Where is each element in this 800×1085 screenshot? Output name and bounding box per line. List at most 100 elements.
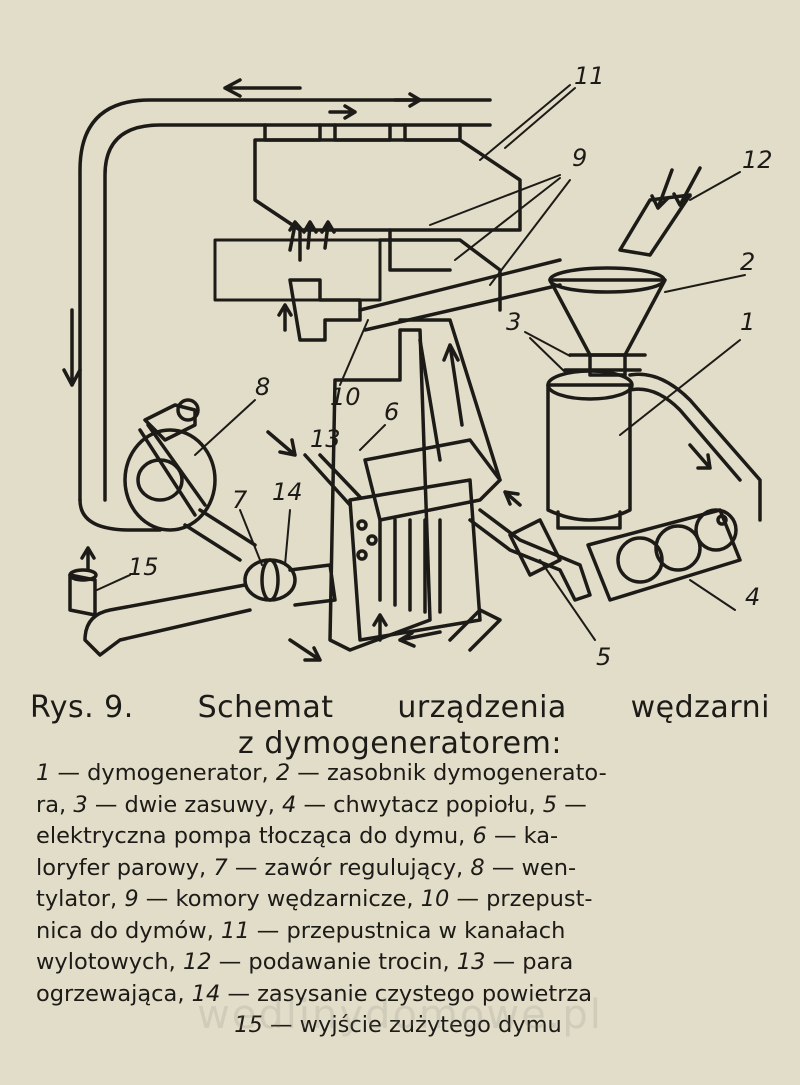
heater-frame	[348, 478, 482, 642]
legend-num: 13	[456, 949, 486, 975]
legend-text: ra,	[36, 791, 74, 818]
legend-num: 6	[472, 823, 487, 849]
legend-row-8: ogrzewająca, 14 — zasysanie czystego pow…	[36, 979, 760, 1011]
steam-arrow	[266, 430, 297, 457]
legend-text: — zasobnik dymogenerato-	[290, 760, 607, 786]
main-box	[328, 328, 432, 652]
pipe-right-bottom	[448, 608, 502, 652]
legend-num: 15	[234, 1012, 263, 1038]
arrow-up-left	[277, 303, 293, 332]
pump-arrow	[503, 490, 522, 507]
caption-line-1: Rys. 9. Schemat urządzenia wędzarni	[30, 690, 770, 726]
smokehouse-diagram: 11 9 12 2 3 1 10 8 13 6 7 14 15 4 5	[62, 62, 773, 671]
legend-row-1: 1 — dymogenerator, 2 — zasobnik dymogene…	[36, 758, 760, 790]
heater-box	[363, 438, 502, 522]
legend-text: — dymogenerator,	[50, 760, 276, 786]
duct-arrow-top	[223, 78, 302, 98]
heater-coils	[378, 518, 442, 614]
label-11: 11	[574, 62, 605, 90]
label-1: 1	[740, 308, 755, 336]
gate-valves	[563, 353, 647, 372]
ash-hole-2	[654, 524, 702, 572]
label-7: 7	[232, 486, 248, 514]
legend-num: 4	[282, 791, 297, 818]
label-2: 2	[740, 248, 755, 276]
legend-row-4: loryfer parowy, 7 — zawór regulujący, 8 …	[36, 853, 760, 885]
damper-10	[288, 278, 362, 342]
legend-text: — dwie zasuwy,	[87, 791, 283, 818]
ash-catcher	[586, 508, 742, 602]
label-4: 4	[745, 583, 760, 611]
legend-text: tylator,	[36, 886, 125, 912]
gen-arrow	[688, 443, 712, 470]
valve-7	[243, 558, 297, 602]
outlet-3	[403, 123, 462, 142]
feed-arrows	[650, 166, 702, 210]
pump-body	[508, 518, 562, 577]
legend-text: — zawór regulujący,	[227, 854, 471, 881]
heater-dot-2	[366, 534, 378, 546]
legend-text: elektryczna pompa tłocząca do dymu,	[36, 823, 473, 849]
duct-arrow-left	[62, 308, 82, 387]
legend-text: —	[557, 791, 587, 818]
exhaust-duct-inner	[103, 123, 492, 502]
figure-number: Rys. 9.	[30, 690, 134, 725]
leader-10	[339, 319, 369, 386]
legend-text: — przepustnica w kanałach	[249, 917, 566, 944]
legend-text: — ka-	[486, 823, 559, 849]
ash-hole-1	[616, 536, 664, 584]
chamber-divider	[298, 228, 452, 272]
leader-2	[664, 274, 746, 293]
arrow-vertical	[442, 343, 464, 427]
legend-num: 14	[191, 980, 221, 1007]
legend-text: — zasysanie czystego powietrza	[220, 980, 593, 1007]
leader-3	[524, 331, 571, 373]
leader-7	[239, 509, 263, 566]
leader-15	[96, 574, 131, 591]
generator-body	[546, 383, 632, 522]
leader-1	[619, 339, 741, 436]
heater-dot-3	[356, 549, 368, 561]
ash-hole-3	[694, 508, 738, 552]
legend-text: — komory wędzarnicze,	[138, 886, 421, 912]
legend-row-2: ra, 3 — dwie zasuwy, 4 — chwytacz popioł…	[36, 790, 760, 822]
legend-text: — wen-	[484, 854, 577, 881]
fan-belt	[138, 423, 207, 517]
steam-pipe	[303, 453, 362, 507]
legend-num: 9	[124, 886, 139, 912]
legend-num: 8	[470, 854, 485, 881]
outlet-2	[333, 123, 392, 142]
vertical-channel	[398, 318, 502, 482]
generator-top	[546, 369, 634, 401]
bottom-arrow-1	[372, 613, 388, 642]
caption-line-2: z dymogeneratorem:	[238, 726, 562, 761]
exhaust-duct-outer	[78, 98, 492, 502]
outlet-pipe	[83, 583, 252, 657]
fan-outlet	[183, 508, 257, 562]
label-9: 9	[572, 144, 587, 172]
legend-num: 3	[73, 791, 88, 818]
heater-dot-1	[356, 519, 368, 531]
gen-pipe	[628, 372, 762, 522]
label-8: 8	[255, 373, 270, 401]
label-6: 6	[384, 398, 399, 426]
label-14: 14	[272, 478, 303, 506]
figure-caption-title: Rys. 9. Schemat urządzenia wędzarni z dy…	[30, 690, 770, 762]
leader-12	[689, 171, 741, 201]
label-10: 10	[330, 383, 361, 411]
legend-num: 5	[542, 791, 558, 818]
legend-row-5: tylator, 9 — komory wędzarnicze, 10 — pr…	[36, 884, 760, 916]
legend-row-9: 15 — wyjście zużytego dymu	[36, 1010, 760, 1042]
ash-dot	[716, 514, 728, 526]
legend-text: loryfer parowy,	[36, 854, 214, 881]
legend-row-6: nica do dymów, 11 — przepustnica w kanał…	[36, 916, 760, 948]
leader-14	[284, 509, 291, 566]
legend: 1 — dymogenerator, 2 — zasobnik dymogene…	[36, 758, 760, 1042]
caption-word-1: Schemat	[197, 690, 334, 725]
caption-word-3: wędzarni	[630, 690, 770, 725]
legend-text: ogrzewająca,	[36, 980, 192, 1007]
legend-text: wylotowych,	[36, 949, 183, 975]
fan-motor-end	[176, 398, 200, 422]
leader-5	[539, 559, 596, 641]
label-15: 15	[128, 553, 159, 581]
